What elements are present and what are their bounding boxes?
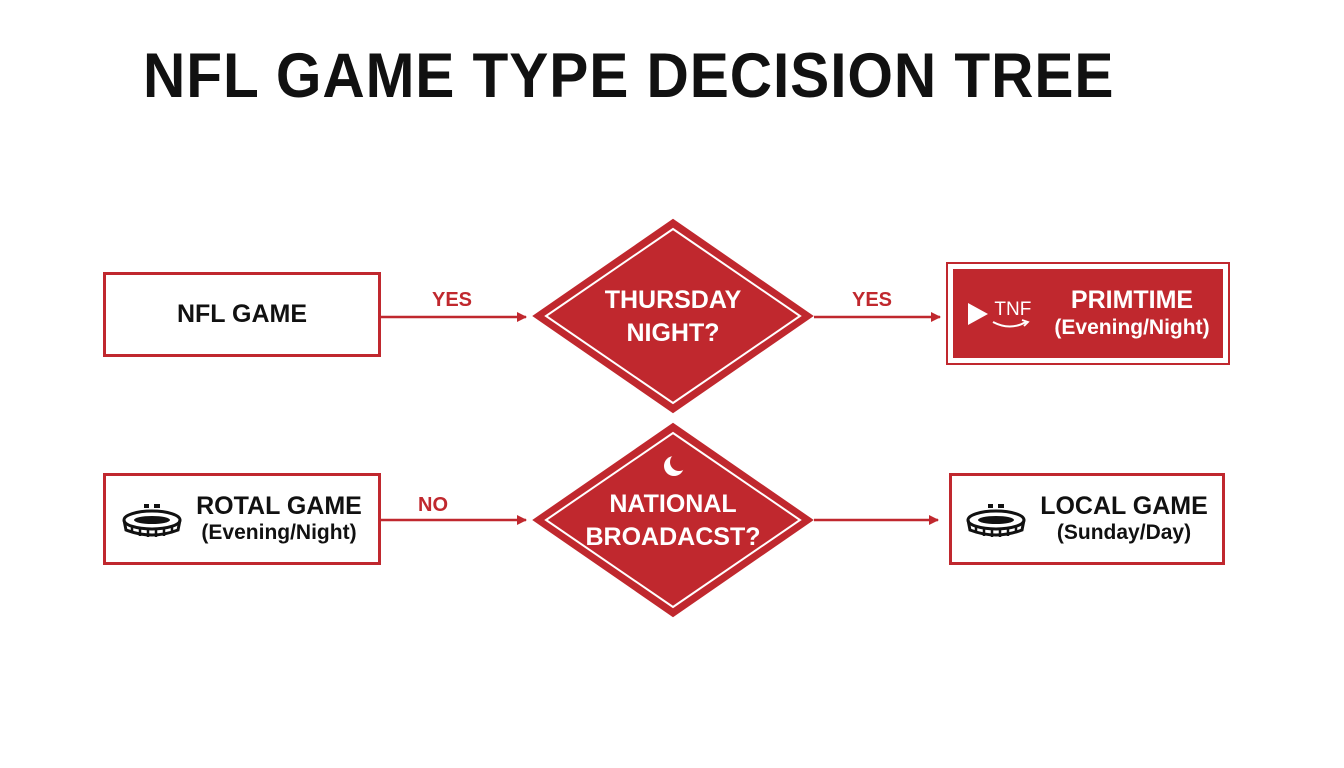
rotal-game-subtitle: (Evening/Night) bbox=[201, 521, 357, 545]
thursday-night-label: THURSDAY NIGHT? bbox=[604, 286, 742, 347]
local-game-box: LOCAL GAME (Sunday/Day) bbox=[949, 473, 1225, 565]
page-title: NFL GAME TYPE DECISION TREE bbox=[143, 41, 1115, 111]
national-broadcast-label: NATIONAL BROADACST? bbox=[585, 490, 761, 551]
tnf-logo: TNF bbox=[966, 297, 1032, 331]
local-game-subtitle: (Sunday/Day) bbox=[1056, 521, 1192, 545]
thursday-diamond bbox=[532, 218, 814, 414]
rotal-game-box: ROTAL GAME (Evening/Night) bbox=[103, 473, 381, 565]
edge-label-yes-2: YES bbox=[852, 289, 893, 311]
rotal-game-title: ROTAL GAME bbox=[196, 491, 362, 520]
play-icon bbox=[968, 302, 989, 325]
stadium-icon bbox=[122, 504, 182, 537]
national-diamond bbox=[532, 422, 814, 618]
local-game-title: LOCAL GAME bbox=[1040, 491, 1208, 520]
tnf-logo-text: TNF bbox=[994, 298, 1032, 320]
edge-label-no: NO bbox=[418, 494, 448, 516]
moon-icon bbox=[664, 453, 688, 476]
primetime-subtitle: (Evening/Night) bbox=[1054, 315, 1210, 339]
stadium-icon bbox=[966, 504, 1026, 537]
smile-arrow-icon bbox=[992, 318, 1031, 327]
edge-label-yes-1: YES bbox=[432, 289, 473, 311]
primetime-title: PRIMTIME bbox=[1070, 286, 1194, 315]
primetime-box: TNF PRIMTIME (Evening/Night) bbox=[946, 262, 1230, 365]
nfl-game-label: NFL GAME bbox=[176, 300, 308, 328]
nfl-game-box: NFL GAME bbox=[103, 272, 381, 357]
